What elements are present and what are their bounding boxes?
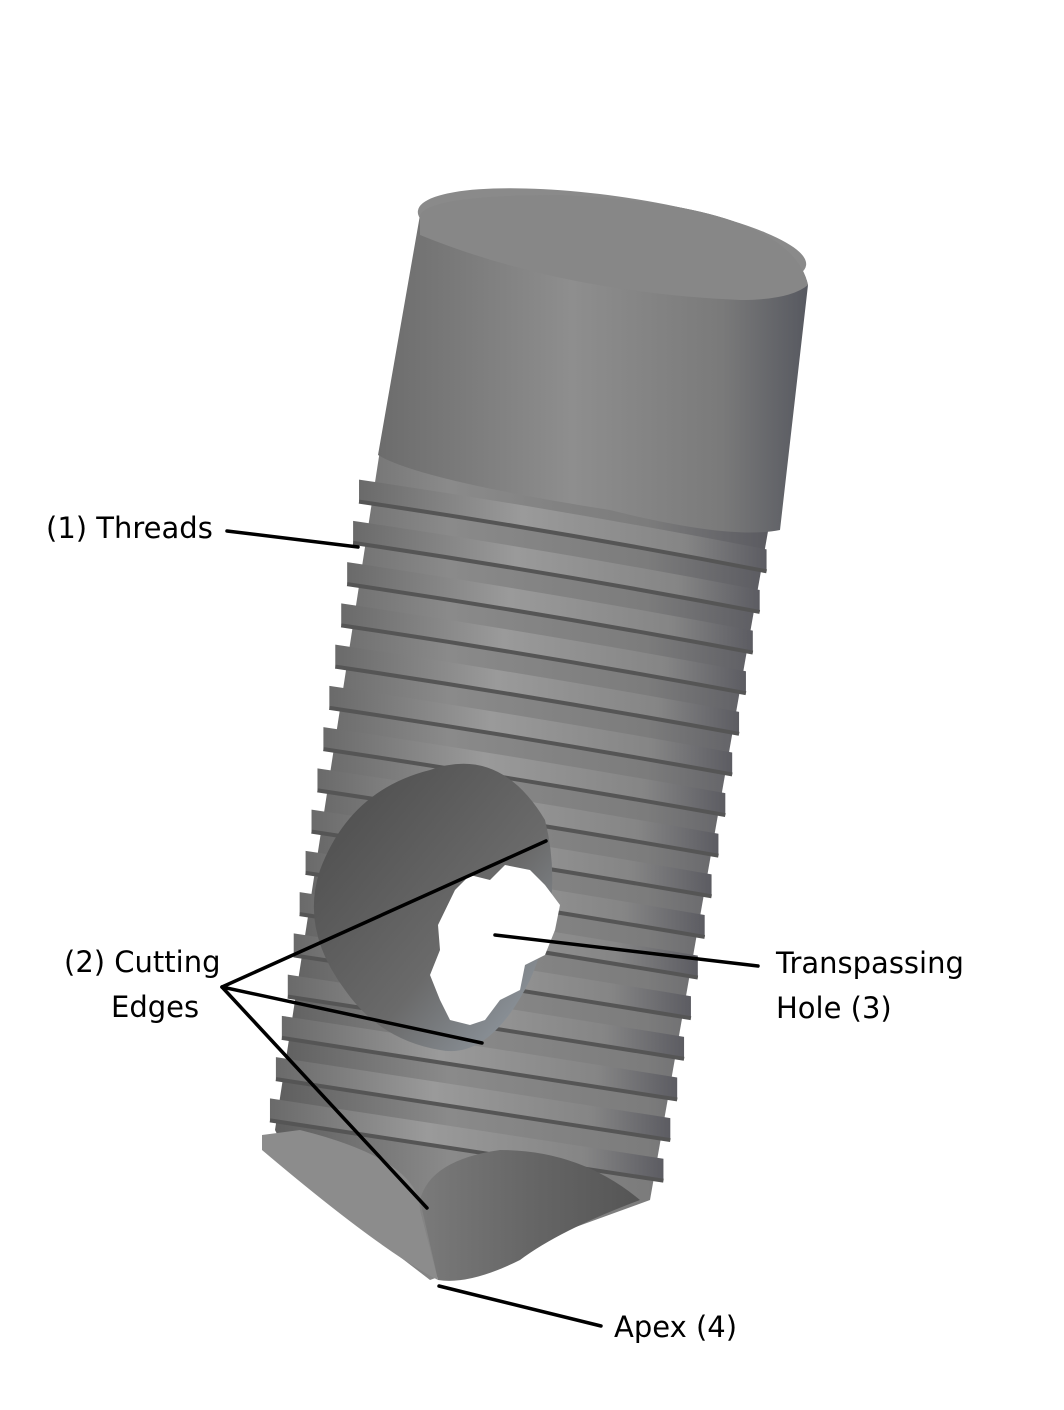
apex-leader-line	[437, 1284, 603, 1328]
thread-ridge	[341, 603, 746, 694]
implant-apex	[262, 1130, 640, 1281]
cutting-edges-leader-line-middle	[220, 985, 484, 1045]
thread-ridge	[281, 1015, 678, 1100]
thread-ridge	[347, 562, 753, 653]
thread-ridge	[329, 685, 733, 775]
thread-groove	[323, 747, 726, 818]
threads-label: (1) Threads	[46, 511, 213, 545]
cutting-edges-label: (2) Cutting Edges	[64, 945, 221, 1024]
threads-leader-line	[225, 529, 360, 549]
implant-collar	[378, 188, 808, 533]
cutting-edges-leader-line-lower	[220, 985, 429, 1210]
thread-ridge	[323, 727, 726, 816]
thread-groove	[275, 1077, 671, 1143]
transpassing-hole-leader-line	[493, 933, 760, 968]
thread-ridge	[353, 520, 760, 612]
thread-groove	[281, 1035, 678, 1102]
cutting-edges-leader-line-upper	[220, 839, 548, 989]
thread-groove	[269, 1118, 664, 1183]
thread-ridge	[359, 479, 767, 572]
thread-groove	[358, 499, 767, 574]
leader-lines	[220, 529, 760, 1328]
transpassing-hole-label: Transpassing Hole (3)	[776, 946, 964, 1025]
thread-groove	[340, 623, 747, 696]
thread-groove	[352, 540, 761, 614]
thread-groove	[329, 705, 733, 777]
thread-ridge	[275, 1057, 671, 1141]
thread-groove	[346, 582, 754, 655]
transpassing-hole	[313, 763, 560, 1052]
thread-ridge	[335, 644, 740, 734]
thread-groove	[334, 664, 740, 736]
apex-label: Apex (4)	[614, 1310, 738, 1344]
